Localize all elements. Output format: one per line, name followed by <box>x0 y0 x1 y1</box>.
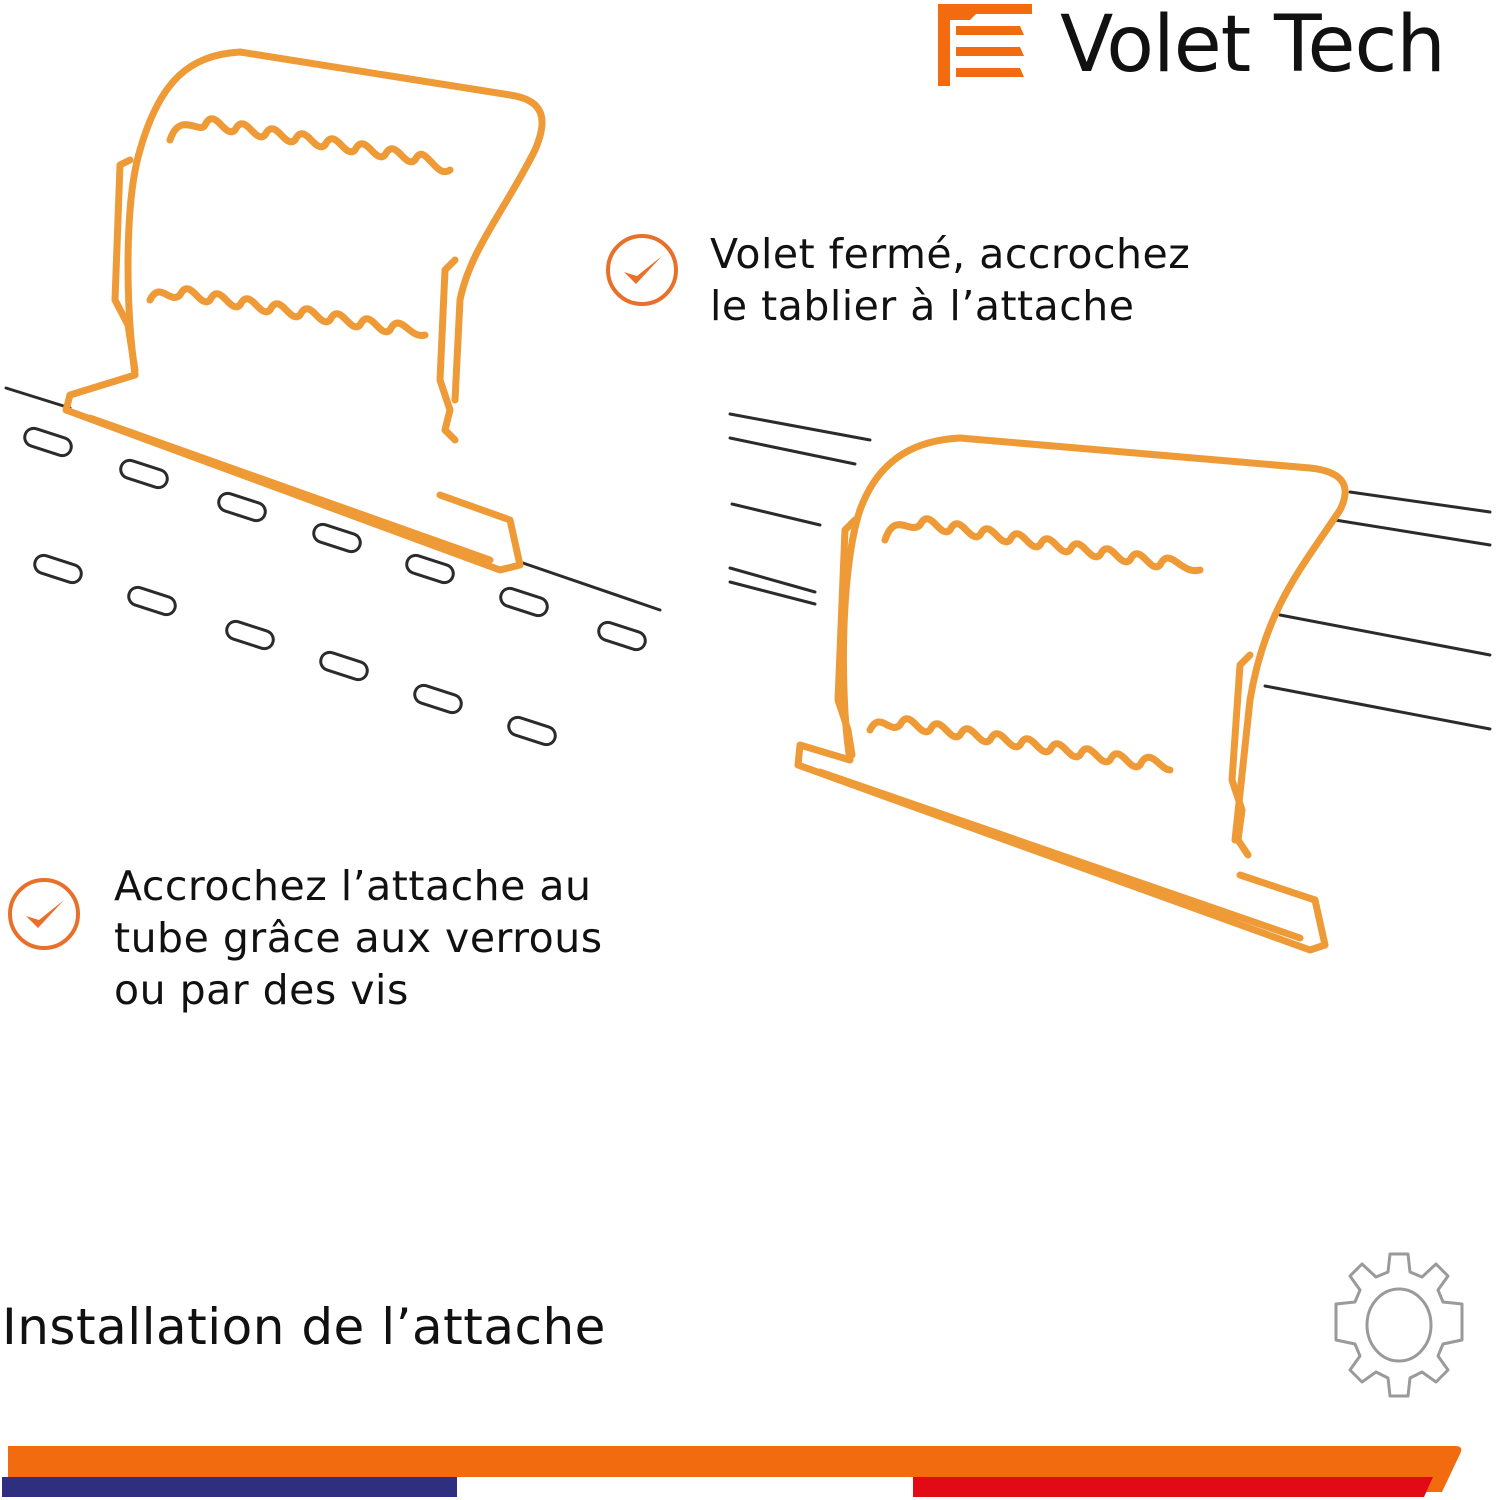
brand-name: Volet Tech <box>1060 0 1446 90</box>
step-2-line-1: Accrochez l’attache au <box>114 862 592 910</box>
step-1-line-1: Volet fermé, accrochez <box>710 230 1191 278</box>
step-2-text: Accrochez l’attache au tube grâce aux ve… <box>114 860 603 1016</box>
step-1: Volet fermé, accrochez le tablier à l’at… <box>604 228 1190 332</box>
step-2-line-3: ou par des vis <box>114 966 409 1014</box>
check-circle-icon <box>6 876 82 952</box>
page-title: Installation de l’attache <box>2 1298 606 1356</box>
step-1-text: Volet fermé, accrochez le tablier à l’at… <box>710 228 1190 332</box>
check-circle-icon <box>604 232 680 308</box>
step-2-line-2: tube grâce aux verrous <box>114 914 603 962</box>
clip-on-shutter-slats-illustration <box>0 40 680 760</box>
shutter-logo-icon <box>936 2 1032 88</box>
gear-icon <box>1322 1250 1478 1400</box>
clip-on-tube-illustration <box>720 400 1500 1060</box>
step-1-line-2: le tablier à l’attache <box>710 282 1135 330</box>
step-2: Accrochez l’attache au tube grâce aux ve… <box>6 860 603 1016</box>
tricolor-band <box>0 1440 1500 1500</box>
brand-header: Volet Tech <box>936 0 1446 90</box>
